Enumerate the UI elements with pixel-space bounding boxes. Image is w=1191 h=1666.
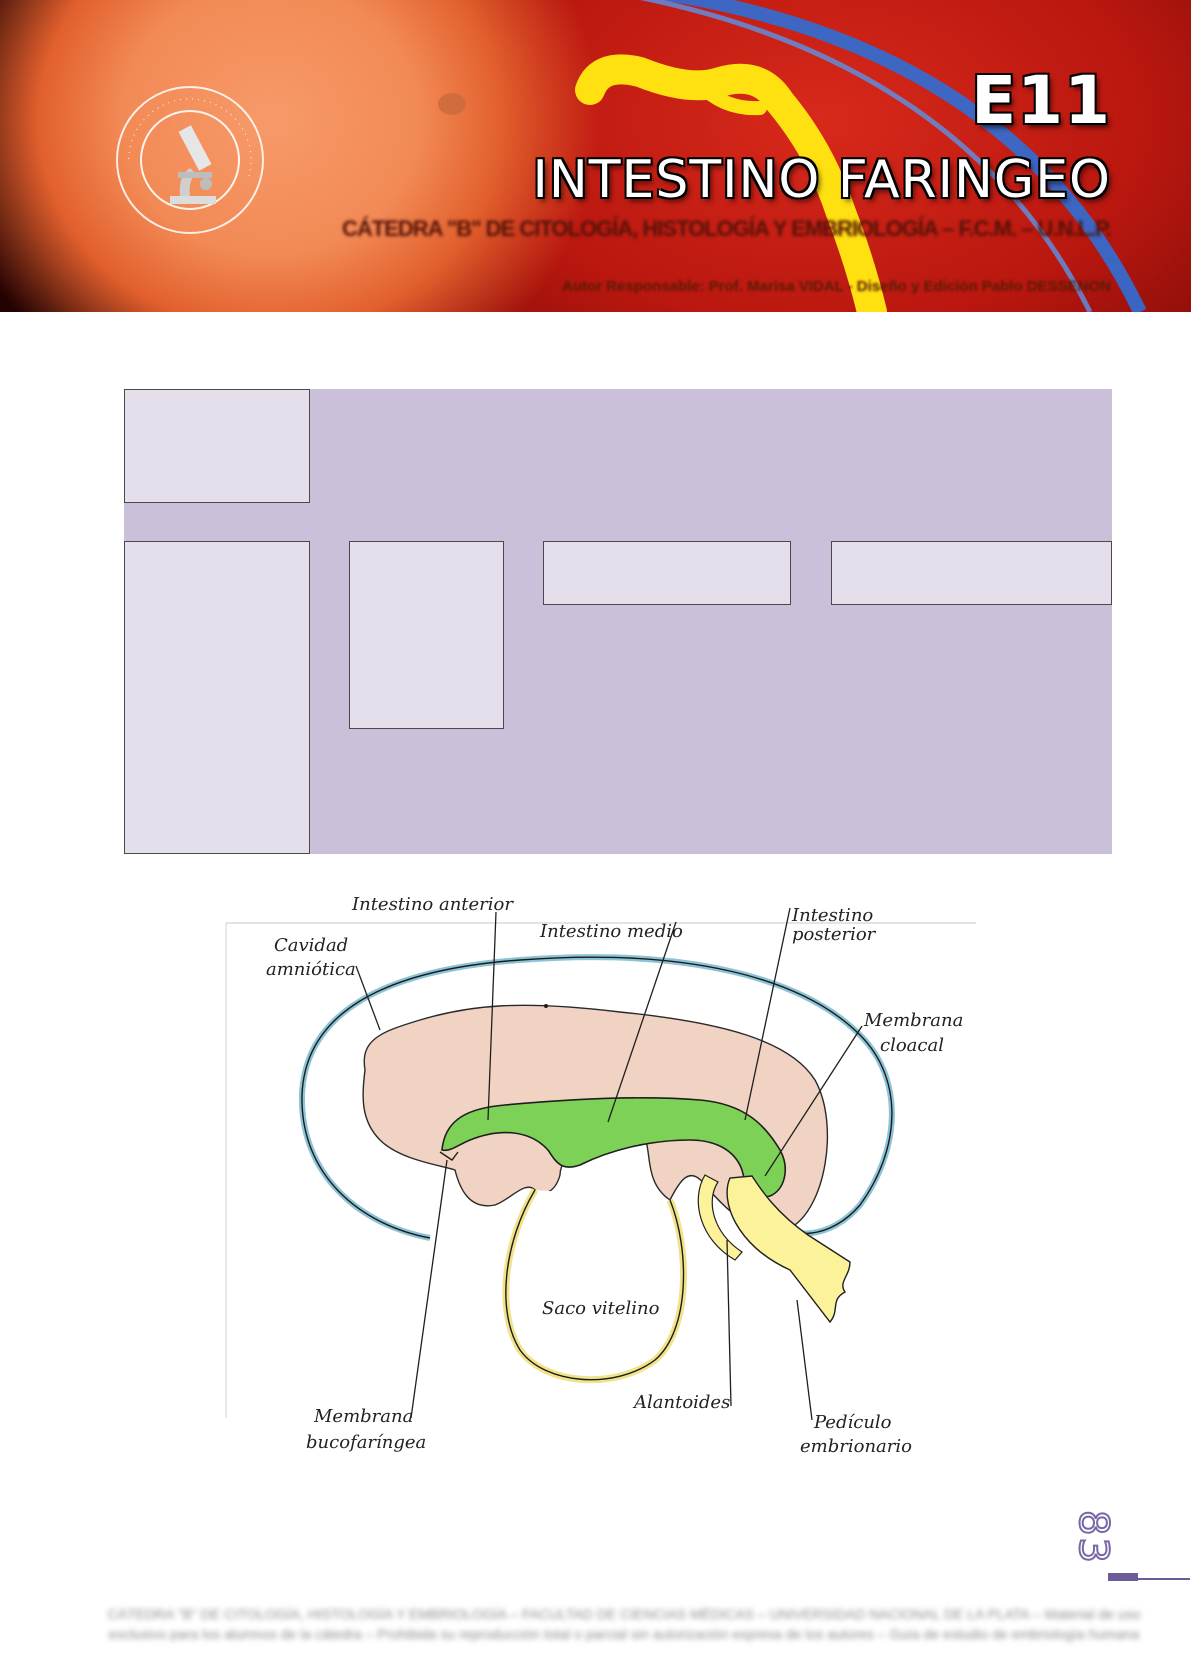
concept-box-middle bbox=[349, 541, 504, 729]
label-pediculo-1: Pedículo bbox=[813, 1412, 892, 1433]
concept-box-top-left bbox=[124, 389, 310, 503]
header-banner: · · · · · · · · · · · · · · · · · · · · … bbox=[0, 0, 1191, 312]
footer-disclaimer: CÁTEDRA "B" DE CITOLOGÍA, HISTOLOGÍA Y E… bbox=[107, 1606, 1141, 1642]
page-number: 83 bbox=[1069, 1509, 1117, 1566]
concept-box-center-right bbox=[543, 541, 791, 605]
label-membrana-cloacal-1: Membrana bbox=[863, 1010, 963, 1031]
microscope-icon: · · · · · · · · · · · · · · · · · · · · … bbox=[125, 95, 255, 204]
chapter-title: INTESTINO FARINGEO bbox=[532, 150, 1111, 210]
label-saco-vitelino: Saco vitelino bbox=[542, 1298, 660, 1319]
concept-box-left-column bbox=[124, 541, 310, 854]
faculty-seal: · · · · · · · · · · · · · · · · · · · · … bbox=[116, 86, 264, 234]
label-intestino-posterior-1: Intestino bbox=[791, 905, 873, 926]
label-membrana-cloacal-2: cloacal bbox=[880, 1035, 944, 1056]
page-rule bbox=[1108, 1578, 1190, 1580]
label-cavidad-1: Cavidad bbox=[274, 935, 348, 956]
banner-embryo-illustration bbox=[438, 0, 1147, 312]
label-intestino-medio: Intestino medio bbox=[539, 921, 683, 942]
label-pediculo-2: embrionario bbox=[800, 1436, 912, 1457]
label-membrana-buco-1: Membrana bbox=[313, 1406, 413, 1427]
allantois bbox=[697, 1174, 743, 1261]
yolk-sac bbox=[502, 1188, 688, 1384]
chapter-code: E11 bbox=[971, 62, 1111, 139]
author-credits: Autor Responsable: Prof. Marisa VIDAL - … bbox=[562, 278, 1111, 295]
institution-name: CÁTEDRA "B" DE CITOLOGÍA, HISTOLOGÍA Y E… bbox=[341, 216, 1112, 241]
label-alantoides: Alantoides bbox=[632, 1392, 730, 1413]
label-membrana-buco-2: bucofaríngea bbox=[306, 1432, 426, 1453]
label-cavidad-2: amniótica bbox=[266, 959, 356, 980]
label-intestino-anterior: Intestino anterior bbox=[351, 894, 514, 915]
label-intestino-posterior-2: posterior bbox=[792, 924, 877, 945]
page-rule-accent bbox=[1108, 1573, 1138, 1581]
connecting-stalk bbox=[726, 1175, 851, 1324]
concept-box-far-right bbox=[831, 541, 1112, 605]
concept-map bbox=[124, 389, 1112, 854]
